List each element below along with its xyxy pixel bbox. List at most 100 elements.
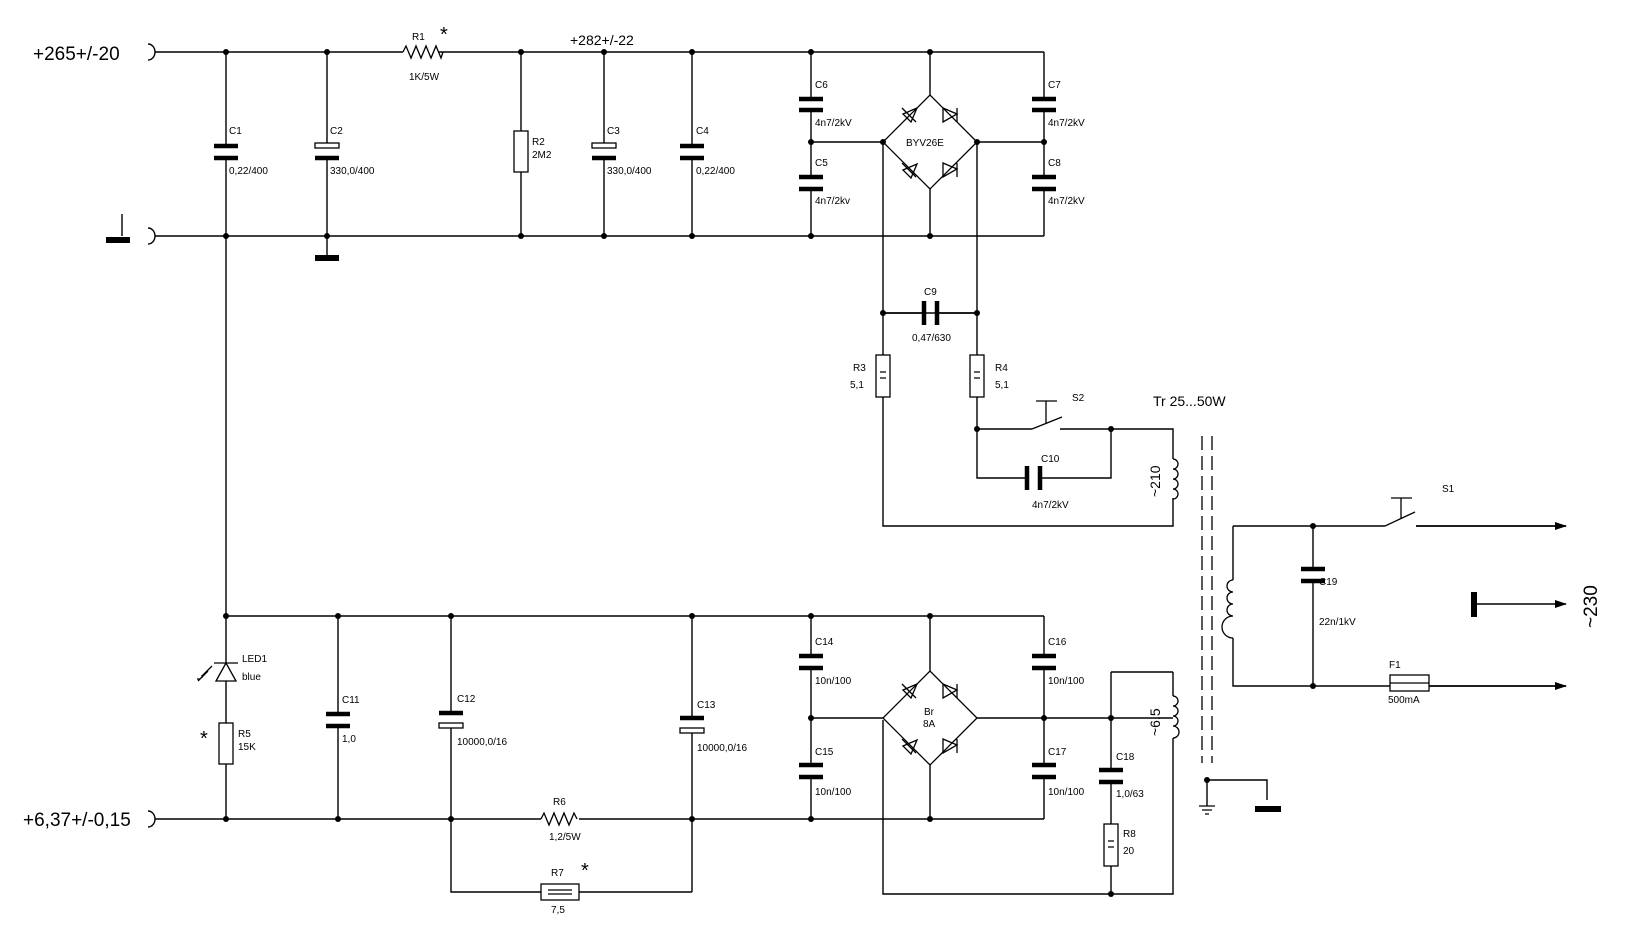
c14-c15-capacitors: C14 10n/100 C15 10n/100 [799, 616, 883, 819]
ground-input-connector [147, 227, 156, 245]
r2-value: 2M2 [532, 150, 552, 161]
r2-resistor: R2 2M2 [513, 52, 552, 236]
transformer-core [1201, 436, 1213, 763]
c12-capacitor: C12 10000,0/16 [438, 616, 692, 893]
hv-section: +265+/-20 +282+/-22 R1 * 1K/5W C1 0,22/4… [33, 24, 1174, 527]
c13-capacitor: C13 10000,0/16 [679, 616, 747, 892]
c8-ref: C8 [1048, 158, 1061, 169]
secondary-winding [1172, 695, 1180, 739]
c6-ref: C6 [815, 80, 828, 91]
r6-resistor: R6 1,2/5W [540, 797, 581, 843]
r6-ref: R6 [553, 797, 566, 808]
c15-value: 10n/100 [815, 787, 852, 798]
c11-capacitor: C11 1,0 [326, 616, 360, 819]
hv-junction-dots [223, 49, 1114, 432]
c19-value: 22n/1kV [1319, 617, 1356, 628]
c10-ref: C10 [1041, 454, 1060, 465]
c3-value: 330,0/400 [607, 166, 652, 177]
c10-capacitor: C10 4n7/2kV [1024, 454, 1069, 511]
c7-ref: C7 [1048, 80, 1061, 91]
c7-value: 4n7/2kV [1048, 118, 1085, 129]
r1-mark: * [440, 24, 448, 46]
c6-value: 4n7/2kV [815, 118, 852, 129]
c9-capacitor: C9 0,47/630 [883, 287, 977, 344]
r7-mark: * [581, 860, 589, 882]
c18-value: 1,0/63 [1116, 789, 1144, 800]
br2-ref: Br [924, 707, 935, 718]
c16-ref: C16 [1048, 637, 1067, 648]
primary-winding-label: ~210 [1147, 465, 1163, 497]
r8-value: 20 [1123, 846, 1135, 857]
lv-junction-dots [223, 613, 1210, 897]
c6-c5-capacitors: C6 4n7/2kV C5 4n7/2kv [799, 52, 883, 236]
output-winding [1221, 579, 1234, 639]
ground-symbol [106, 214, 130, 243]
c1-capacitor: C1 0,22/400 [214, 52, 268, 236]
c5-value: 4n7/2kv [815, 196, 850, 207]
s2-ref: S2 [1072, 393, 1085, 404]
s2-switch: S2 [1031, 393, 1085, 430]
ac-output-section: S1 C19 22n/1kV F1 500mA ~230 [1301, 484, 1602, 706]
lv-output-connector [147, 810, 156, 828]
led1-ref: LED1 [242, 654, 267, 665]
br2-value: 8A [923, 719, 936, 730]
c5-ref: C5 [815, 158, 828, 169]
c11-value: 1,0 [342, 734, 356, 745]
c9-value: 0,47/630 [912, 333, 951, 344]
hv-input-connector [147, 43, 156, 61]
r7-ref: R7 [551, 868, 564, 879]
c2-capacitor: C2 330,0/400 [314, 52, 375, 261]
f1-ref: F1 [1389, 660, 1401, 671]
c10-value: 4n7/2kV [1032, 500, 1069, 511]
c17-value: 10n/100 [1048, 787, 1085, 798]
hv-dc-label: +282+/-22 [570, 32, 634, 48]
r4-value: 5,1 [995, 380, 1009, 391]
c12-value: 10000,0/16 [457, 737, 507, 748]
s1-switch [1384, 497, 1416, 527]
s1-ref: S1 [1442, 484, 1455, 495]
ac-output-label: ~230 [1581, 585, 1602, 628]
light-rays-icon [197, 665, 213, 682]
c2-value: 330,0/400 [330, 166, 375, 177]
c17-ref: C17 [1048, 747, 1067, 758]
c8-value: 4n7/2kV [1048, 196, 1085, 207]
bridge-rectifier-byv26e: BYV26E [882, 52, 978, 314]
c7-c8-capacitors: C7 4n7/2kV C8 4n7/2kV [977, 52, 1085, 236]
led1-value: blue [242, 672, 261, 683]
c3-capacitor: C3 330,0/400 [591, 52, 652, 236]
hv-input-label: +265+/-20 [33, 44, 120, 65]
r5-value: 15K [238, 742, 256, 753]
r7-resistor: R7 * 7,5 [540, 860, 589, 916]
br1-value: BYV26E [906, 138, 944, 149]
c16-c17-capacitors: C16 10n/100 C17 10n/100 [977, 616, 1173, 819]
c9-ref: C9 [924, 287, 937, 298]
r3-value: 5,1 [850, 380, 864, 391]
r1-ref: R1 [412, 32, 425, 43]
r2-ref: R2 [532, 137, 545, 148]
r8-resistor: R8 20 [1103, 823, 1136, 867]
r5-resistor: R5 15K * [200, 722, 256, 765]
c13-ref: C13 [697, 700, 716, 711]
bridge-rectifier-br: Br 8A [882, 616, 978, 819]
c2-ref: C2 [330, 126, 343, 137]
chassis-ground-icon [1199, 805, 1215, 815]
led1: LED1 blue [197, 616, 267, 819]
r4-resistor: R4 5,1 [969, 313, 1174, 479]
c14-ref: C14 [815, 637, 834, 648]
r1-resistor: R1 * 1K/5W [402, 24, 448, 83]
c18-ref: C18 [1116, 752, 1135, 763]
r8-ref: R8 [1123, 829, 1136, 840]
c15-ref: C15 [815, 747, 834, 758]
r3-ref: R3 [853, 363, 866, 374]
c12-ref: C12 [457, 694, 476, 705]
c4-capacitor: C4 0,22/400 [680, 52, 735, 236]
c4-value: 0,22/400 [696, 166, 735, 177]
diode-icon [901, 682, 959, 756]
c16-value: 10n/100 [1048, 676, 1085, 687]
r5-mark: * [200, 728, 208, 750]
c3-ref: C3 [607, 126, 620, 137]
lv-output-label: +6,37+/-0,15 [23, 810, 131, 831]
r3-resistor: R3 5,1 [850, 313, 1174, 527]
shield-ground-wire [1206, 779, 1268, 806]
